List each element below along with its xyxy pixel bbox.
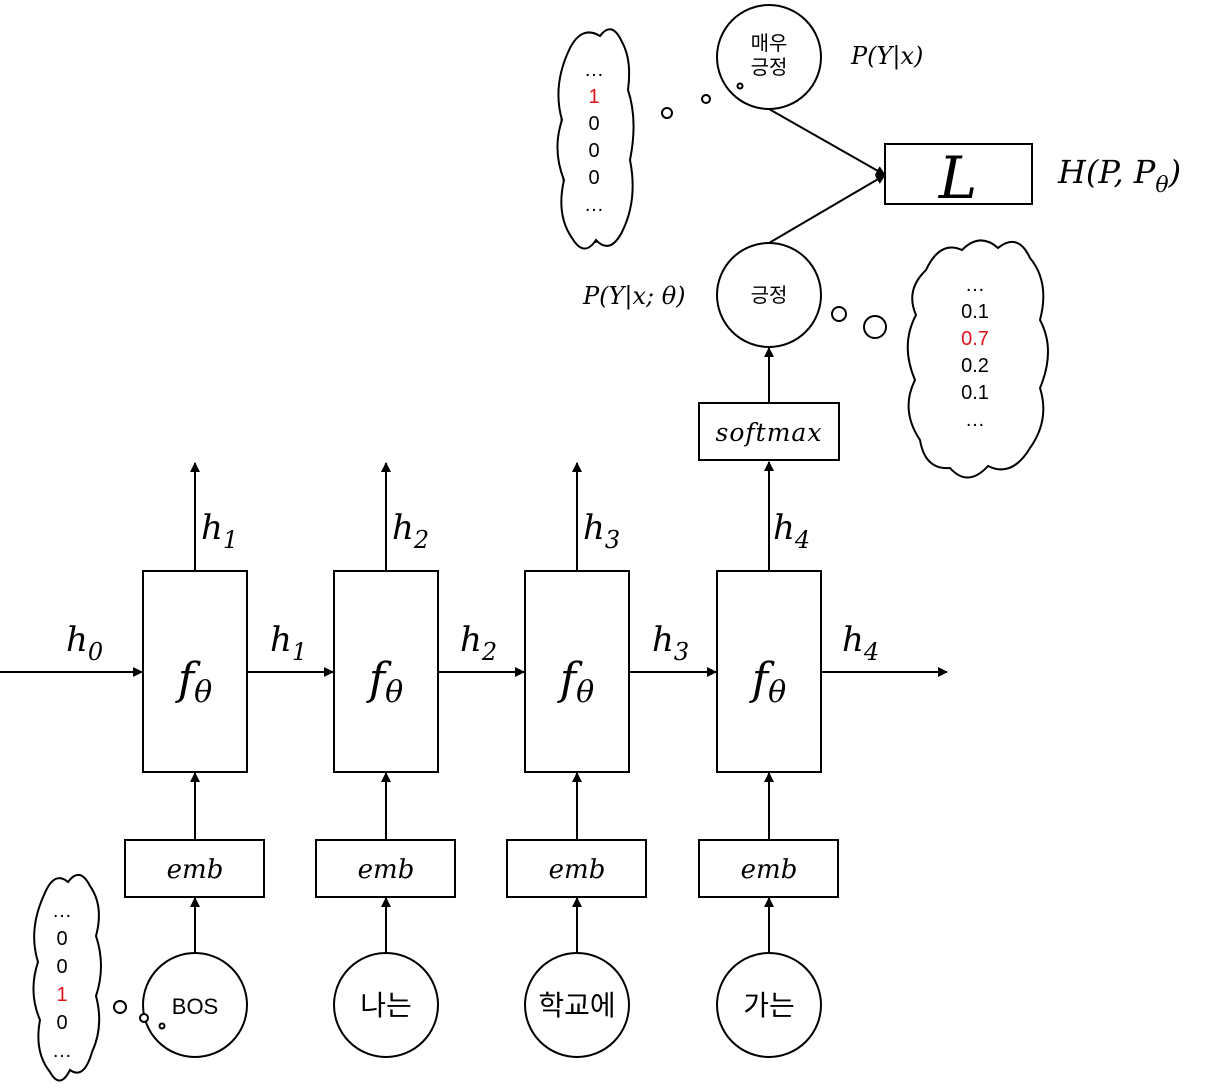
target-cloud-values: … 1 0 0 0 … <box>584 59 604 216</box>
h3-up-label: h3 <box>583 508 620 554</box>
target-onehot-cloud: … 1 0 0 0 … <box>556 28 635 250</box>
pred-cloud-value-3: 0.2 <box>961 355 989 377</box>
input-cloud-value-4: 0 <box>56 1012 67 1034</box>
target-node-line1: 매우 <box>751 32 788 55</box>
target-cloud-value-3: 0 <box>588 140 599 162</box>
h0-label: h0 <box>66 620 103 666</box>
target-thought-dot-2 <box>701 94 711 104</box>
token-3-text: 학교에 <box>538 990 615 1021</box>
target-thought-dot-3 <box>736 82 744 90</box>
input-thought-dot-3 <box>158 1022 166 1030</box>
h1-up-label: h1 <box>201 508 238 554</box>
target-cloud-value-5: … <box>584 194 604 216</box>
loss-box: L <box>884 143 1033 212</box>
pred-cloud-value-5: … <box>965 409 985 431</box>
h4-right-label: h4 <box>842 620 879 666</box>
token-node-1: BOS <box>142 952 248 1058</box>
target-caption: P(Y|x) <box>850 42 923 71</box>
pred-thought-dot-1 <box>863 315 887 339</box>
input-thought-dot-1 <box>113 1000 127 1014</box>
emb-box-1: emb <box>124 839 265 898</box>
input-cloud-value-5: … <box>52 1040 72 1062</box>
pred-cloud-values: … 0.1 0.7 0.2 0.1 … <box>961 274 989 431</box>
emb-2-label: emb <box>358 855 415 885</box>
token-node-4: 가는 <box>716 952 822 1058</box>
emb-box-3: emb <box>506 839 647 898</box>
prediction-caption: P(Y|x; θ) <box>582 282 686 311</box>
token-4-text: 가는 <box>743 990 795 1021</box>
loss-caption: H(P, Pθ) <box>1057 153 1181 198</box>
h3-right-label: h3 <box>652 620 689 666</box>
input-onehot-cloud: … 0 0 1 0 … <box>32 874 102 1082</box>
softmax-label: softmax <box>716 418 823 447</box>
rnn-cell-2: fθ <box>333 570 439 773</box>
rnn-cell-4: fθ <box>716 570 822 773</box>
pred-thought-dot-2 <box>831 306 847 322</box>
target-to-loss-arrow <box>768 108 886 176</box>
target-cloud-value-2: 0 <box>588 113 599 135</box>
h4-up-label: h4 <box>773 508 810 554</box>
target-node: 매우 긍정 <box>716 4 822 110</box>
h2-up-label: h2 <box>392 508 429 554</box>
pred-cloud-value-2: 0.7 <box>961 328 989 350</box>
rnn-cell-3: fθ <box>524 570 630 773</box>
rnn-cell-1: fθ <box>142 570 248 773</box>
input-cloud-value-1: 0 <box>56 928 67 950</box>
pred-cloud-value-1: 0.1 <box>961 301 989 323</box>
h1-right-label: h1 <box>270 620 307 666</box>
token-node-2: 나는 <box>333 952 439 1058</box>
pred-cloud-value-0: … <box>965 274 985 296</box>
token-node-3: 학교에 <box>524 952 630 1058</box>
target-thought-dot-1 <box>661 107 673 119</box>
target-cloud-value-0: … <box>584 59 604 81</box>
target-node-line2: 긍정 <box>751 56 788 79</box>
emb-4-label: emb <box>741 855 798 885</box>
input-cloud-value-2: 0 <box>56 956 67 978</box>
input-cloud-value-3: 1 <box>56 984 67 1006</box>
prediction-node-text: 긍정 <box>751 284 788 307</box>
input-cloud-values: … 0 0 1 0 … <box>52 900 72 1062</box>
cell-1-label: fθ <box>175 654 212 710</box>
input-cloud-value-0: … <box>52 900 72 922</box>
target-cloud-value-4: 0 <box>588 167 599 189</box>
emb-box-4: emb <box>698 839 839 898</box>
emb-1-label: emb <box>167 855 224 885</box>
loss-label: L <box>938 144 978 212</box>
pred-to-loss-arrow <box>768 174 886 244</box>
input-thought-dot-2 <box>139 1013 149 1023</box>
target-cloud-value-1: 1 <box>588 86 599 108</box>
h2-right-label: h2 <box>460 620 497 666</box>
emb-box-2: emb <box>315 839 456 898</box>
token-2-text: 나는 <box>360 990 412 1021</box>
prediction-node: 긍정 <box>716 242 822 348</box>
emb-3-label: emb <box>549 855 606 885</box>
softmax-box: softmax <box>698 402 840 461</box>
pred-cloud-value-4: 0.1 <box>961 382 989 404</box>
predicted-probs-cloud: … 0.1 0.7 0.2 0.1 … <box>906 239 1049 479</box>
token-1-text: BOS <box>172 994 218 1019</box>
